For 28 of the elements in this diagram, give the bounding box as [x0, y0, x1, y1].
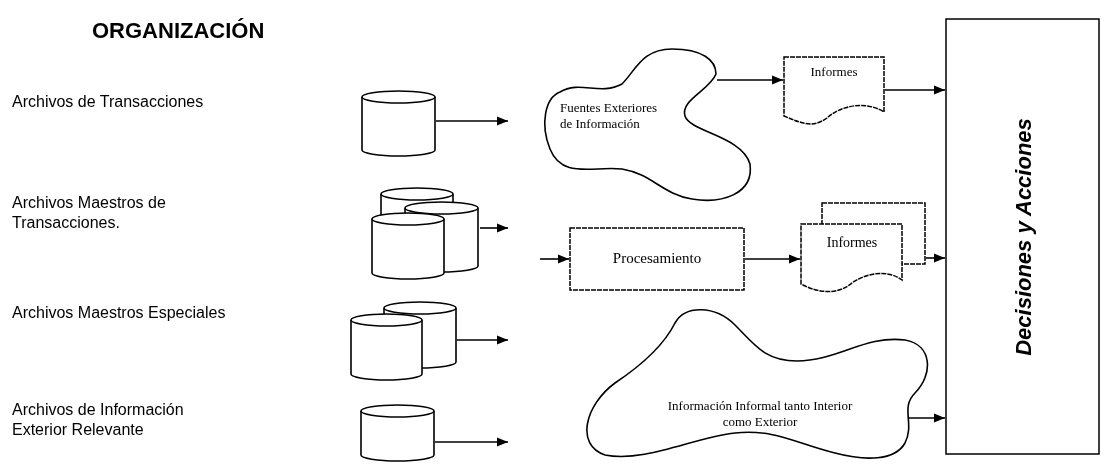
node-label: Informes: [809, 63, 859, 81]
file-label: Archivos Maestros de Transacciones.: [12, 193, 167, 233]
file-label: Archivos de Información Exterior Relevante: [12, 400, 185, 440]
arrow: [884, 85, 946, 95]
process-box: [569, 227, 745, 291]
document-shape: [783, 56, 885, 126]
title: ORGANIZACIÓN: [92, 17, 265, 45]
arrow: [479, 223, 509, 233]
arrow: [435, 116, 509, 126]
database-cylinders-drawing: [350, 301, 457, 381]
node-label: Procesamiento: [611, 249, 703, 268]
arrow: [744, 254, 801, 264]
arrow: [456, 335, 509, 345]
node-label: Información Informal tanto Interior como Exterior: [666, 398, 854, 430]
database-cylinder: [360, 404, 435, 462]
side-panel-box: [945, 18, 1100, 455]
node-label: Fuentes Exteriores de Información: [560, 100, 659, 132]
node-label: Informes: [825, 234, 879, 252]
arrow: [925, 253, 946, 263]
side-label: Decisiones y Acciones: [1009, 117, 1037, 356]
file-label: Archivos de Transacciones: [12, 92, 205, 112]
database-cylinders-drawing: [371, 187, 480, 281]
arrow: [434, 437, 509, 447]
file-label: Archivos Maestros Especiales: [12, 303, 227, 323]
multi-document-shape: [800, 202, 926, 294]
database-cylinder: [361, 90, 436, 157]
arrow: [716, 75, 784, 85]
arrow: [539, 254, 570, 264]
